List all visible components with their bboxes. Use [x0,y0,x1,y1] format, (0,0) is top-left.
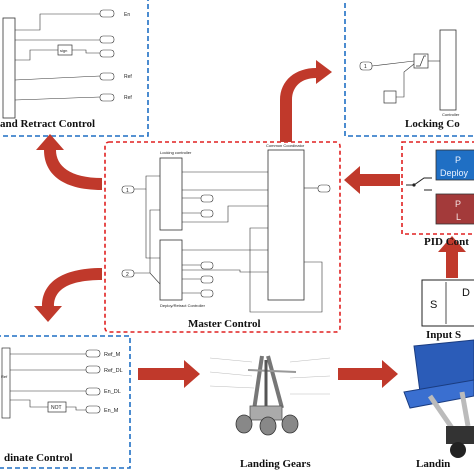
deploy-port-ref1: Ref [124,74,132,80]
landing-platform-illustration [403,339,474,458]
coord-not-label: NOT [51,405,62,411]
arrow-master-to-deploy [36,134,102,190]
pid-top-box-line1: P [455,155,461,165]
input-signal-panel: S D [421,279,474,327]
coordinate-caption: dinate Control [4,452,73,464]
landing-caption: Landin [416,458,451,470]
deploy-inner-label: sign [60,48,67,53]
locking-panel: 1 Controller [344,0,474,137]
arrow-pid-to-master [344,166,400,194]
arrow-master-to-coordinate [34,268,102,322]
pid-caption: PID Cont [424,236,469,248]
coordinate-panel: Ref Ref_M Ref_DL En_DL En_M NOT [0,335,131,469]
input-letter-d: D [462,287,470,299]
landing-gear-illustration [209,355,331,436]
gears-caption: Landing Gears [240,458,311,470]
coord-out-ref-m: Ref_M [104,352,121,358]
deploy-retract-panel: En Ref Ref sign [0,0,149,137]
master-panel: Locking controller Deploy/Retract Contro… [104,141,341,333]
input-caption: Input S [426,329,462,341]
master-coord-ctrl-label: Common Coordinator [266,143,305,148]
master-in-bottom: 2 [126,272,129,278]
deploy-port-ref2: Ref [124,95,132,101]
master-in-top: 1 [126,188,129,194]
arrow-master-to-locking [280,60,332,142]
locking-controller-label: Controller [442,112,460,117]
pid-bottom-box-line1: P [455,199,461,209]
flow-arrows [34,60,466,388]
input-letter-s: S [430,299,437,311]
master-locking-ctrl-label: Locking controller [160,150,192,155]
arrow-gears-to-landing [338,360,398,388]
arrow-coordinate-to-gears [138,360,200,388]
deploy-port-en: En [124,12,130,18]
master-caption: Master Control [188,318,261,330]
master-deploy-ctrl-label: Deploy/Retract Controller [160,303,206,308]
coord-out-en-m: En_M [104,408,119,414]
locking-caption: Locking Co [405,118,460,130]
coord-ref-label: Ref [1,374,8,379]
coord-out-en-dl: En_DL [104,389,121,395]
locking-port-in: 1 [364,64,367,70]
coord-out-ref-dl: Ref_DL [104,368,123,374]
pid-top-box-line2: Deploy [440,168,469,178]
pid-panel: P Deploy P L [401,141,474,235]
deploy-retract-caption: and Retract Control [0,118,96,130]
arrow-input-to-pid [438,236,466,278]
pid-bottom-box-line2: L [456,212,461,222]
